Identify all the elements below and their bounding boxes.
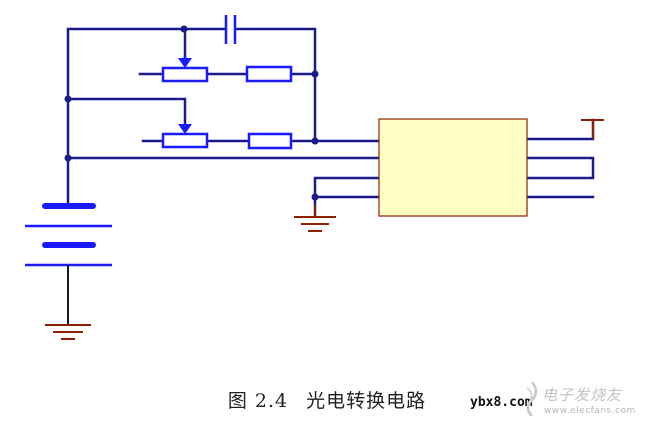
watermark: ybx8.com 电子发烧友 www.elecfans.com [466, 376, 642, 424]
resistor-icon [245, 65, 293, 83]
elecfans-logo-icon [526, 381, 538, 417]
ic-block [378, 118, 528, 217]
ground-icon [45, 324, 91, 340]
watermark-brand: 电子发烧友 [542, 386, 623, 404]
wires [66, 27, 595, 217]
potentiometer-icon [161, 56, 209, 83]
junction-dot [311, 137, 319, 145]
ground-icon [294, 205, 336, 232]
wire-top-left [66, 27, 227, 160]
wire-top-right [234, 27, 317, 143]
potentiometer-icon [161, 124, 209, 149]
circuit-schematic [25, 15, 604, 340]
wire-ic-pin3 [313, 176, 381, 217]
capacitor-icon [224, 15, 237, 44]
wire-ic-out1 [525, 118, 595, 141]
junction-dot [311, 193, 319, 201]
watermark-site: ybx8.com [470, 395, 533, 410]
junction-dot [180, 25, 188, 33]
wire-middle-tap [66, 97, 187, 127]
figure-caption: 图 2.4 光电转换电路 [0, 386, 646, 413]
junctions [64, 25, 319, 201]
wire-ic-out2 [525, 156, 595, 180]
battery-icon [25, 203, 112, 267]
junction-dot [64, 154, 72, 162]
resistor-icon [247, 132, 293, 150]
junction-dot [311, 70, 319, 78]
figure-title: 光电转换电路 [306, 390, 427, 412]
watermark-domain: www.elecfans.com [544, 406, 636, 416]
figure-number: 图 2.4 [227, 390, 289, 412]
junction-dot [64, 95, 72, 103]
